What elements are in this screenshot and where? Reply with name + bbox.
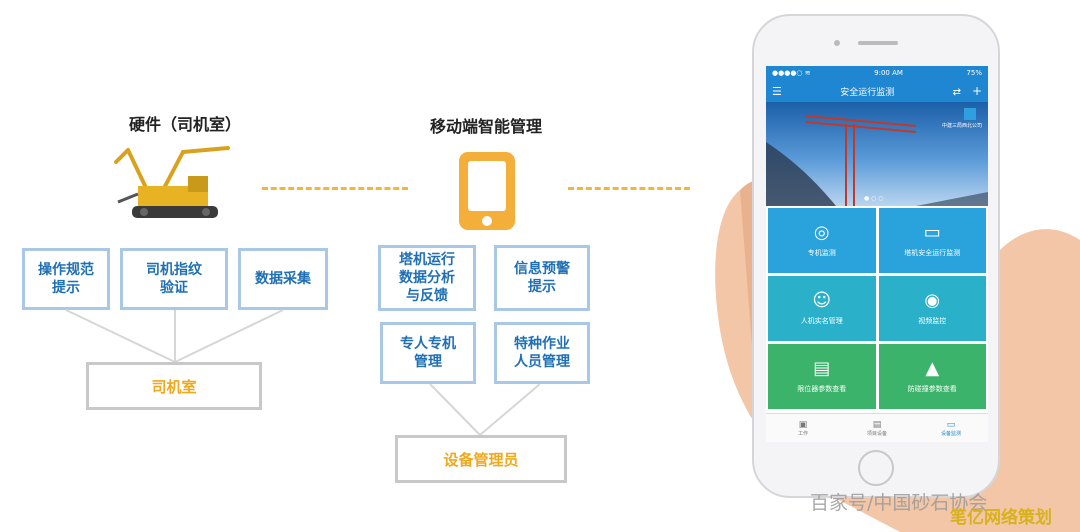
battery-level: 75%	[966, 69, 982, 77]
tab-work[interactable]: ▣ 工作	[766, 414, 840, 442]
dashed-connector-right	[568, 187, 690, 190]
camera-icon: ◉	[924, 289, 941, 311]
tab-project-equipment[interactable]: ▤ 项目设备	[840, 414, 914, 442]
data-collection-box: 数据采集	[238, 248, 328, 310]
tower-crane-photo	[766, 115, 988, 206]
tab-label: 项目设备	[866, 430, 887, 437]
carousel-dots[interactable]: ● ○ ○	[864, 195, 884, 202]
source-watermark: 百家号/中国砂石协会	[810, 492, 988, 514]
equipment-manager-box: 设备管理员	[395, 435, 567, 483]
tab-label: 设备监测	[940, 430, 961, 437]
document-search-icon: ▤	[813, 357, 831, 379]
tab-label: 工作	[797, 430, 808, 437]
phone-screen: ●●●●○ ≋ 9:00 AM 75% ☰ 安全运行监测 ⇄ + 中建三局西北公…	[766, 66, 988, 442]
user-gear-icon: ☺	[812, 289, 832, 311]
tower-crane-banner: 中建三局西北公司 ● ○ ○	[766, 102, 988, 206]
left-connector-lines	[65, 309, 540, 436]
special-operation-staff-box: 特种作业 人员管理	[494, 322, 590, 384]
signal-icon: ●●●●○ ≋	[772, 69, 811, 77]
tower-crane-data-analysis-box: 塔机运行 数据分析 与反馈	[378, 245, 476, 311]
feature-grid: ◎ 专机监测 ▭ 塔机安全运行监测 ☺ 人机实名管理 ◉ 视频监控 ▤ 限位器参…	[768, 208, 986, 409]
target-icon: ◎	[813, 221, 830, 243]
monitor-icon: ▭	[923, 221, 941, 243]
status-time: 9:00 AM	[874, 69, 903, 77]
nav-title: 安全运行监测	[840, 87, 895, 98]
tile-real-name-management[interactable]: ☺ 人机实名管理	[768, 276, 876, 341]
status-bar: ●●●●○ ≋ 9:00 AM 75%	[766, 66, 988, 80]
mobile-phone-icon	[459, 152, 515, 230]
tile-label: 防碰撞参数查看	[907, 384, 957, 393]
company-logo	[964, 108, 976, 120]
tile-crane-safety-monitoring[interactable]: ▭ 塔机安全运行监测	[878, 208, 986, 273]
monitor-icon: ▭	[946, 419, 956, 430]
fingerprint-verify-box: 司机指纹 验证	[120, 248, 228, 310]
tile-label: 专机监测	[807, 248, 836, 257]
bottom-tab-bar: ▣ 工作 ▤ 项目设备 ▭ 设备监测	[766, 413, 988, 442]
add-icon[interactable]: +	[971, 84, 982, 98]
list-icon: ▤	[872, 419, 882, 430]
tile-limiter-params[interactable]: ▤ 限位器参数查看	[768, 344, 876, 409]
mobile-management-title: 移动端智能管理	[429, 117, 542, 136]
menu-icon[interactable]: ☰	[772, 84, 782, 98]
company-name: 中建三局西北公司	[941, 123, 982, 129]
swap-icon[interactable]: ⇄	[952, 87, 962, 98]
dashed-connector-left	[262, 187, 408, 190]
home-button[interactable]	[858, 450, 894, 486]
tile-label: 限位器参数查看	[797, 384, 847, 393]
mountain-icon: ▲	[925, 357, 940, 379]
dedicated-person-machine-box: 专人专机 管理	[380, 322, 476, 384]
info-warning-box: 信息预警 提示	[494, 245, 590, 311]
app-nav-bar: ☰ 安全运行监测 ⇄ +	[766, 80, 988, 102]
tile-label: 视频监控	[918, 316, 947, 325]
briefcase-icon: ▣	[798, 419, 808, 430]
tile-label: 塔机安全运行监测	[904, 248, 961, 257]
operation-rules-box: 操作规范 提示	[22, 248, 110, 310]
tab-equipment-monitoring[interactable]: ▭ 设备监测	[914, 414, 988, 442]
tile-video-monitoring[interactable]: ◉ 视频监控	[878, 276, 986, 341]
tile-anti-collision-params[interactable]: ▲ 防碰撞参数查看	[878, 344, 986, 409]
drilling-rig-image	[114, 146, 230, 218]
brand-watermark: 笔亿网络策划	[950, 508, 1052, 528]
cab-box: 司机室	[86, 362, 262, 410]
tile-dedicated-monitoring[interactable]: ◎ 专机监测	[768, 208, 876, 273]
tile-label: 人机实名管理	[800, 316, 843, 325]
hardware-title: 硬件（司机室）	[128, 115, 241, 134]
nav-actions: ⇄ +	[953, 84, 982, 98]
